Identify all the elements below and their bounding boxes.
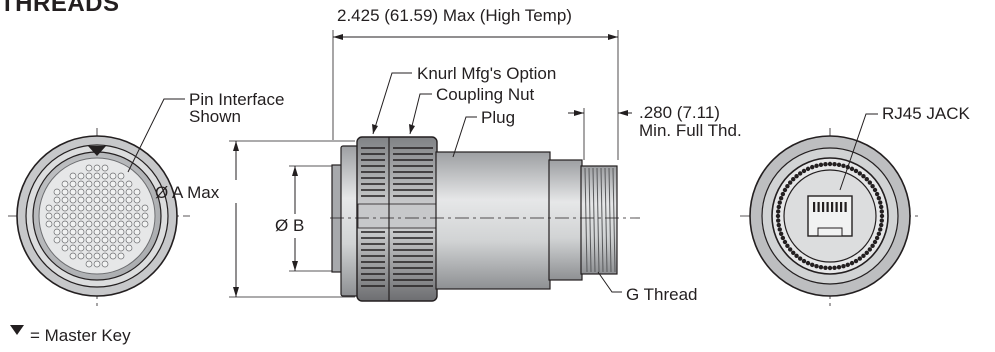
rj45-jack-view <box>740 113 918 306</box>
master-key-triangle-icon <box>10 325 24 335</box>
pin-interface-view <box>8 98 190 306</box>
coupling-nut-label: Coupling Nut <box>436 85 535 104</box>
rj45-label: RJ45 JACK <box>882 104 970 123</box>
page-title: THREADS <box>0 0 120 17</box>
thread-length-label: .280 (7.11) <box>639 103 720 122</box>
bead-ring <box>775 161 885 271</box>
g-thread-label: G Thread <box>626 285 698 304</box>
knurl-label: Knurl Mfg's Option <box>417 64 557 83</box>
pin-interface-label: Pin Interface <box>189 90 285 109</box>
knurl-pattern <box>361 147 433 287</box>
pin-contacts <box>45 164 149 268</box>
rj45-contacts <box>813 202 847 212</box>
overall-length-label: 2.425 (61.59) Max (High Temp) <box>337 6 572 25</box>
diameter-dimensions <box>229 140 355 298</box>
master-key-triangle-icon <box>88 146 106 156</box>
pin-interface-label-line2: Shown <box>189 107 241 126</box>
overall-length-dimension <box>332 30 619 160</box>
diameter-b-label: Ø B <box>275 216 305 235</box>
connector-side-view <box>330 136 640 302</box>
thread-pattern <box>584 167 616 273</box>
diameter-a-label: Ø A Max <box>155 183 220 202</box>
callout-leaders <box>372 72 632 293</box>
thread-length-label-line2: Min. Full Thd. <box>639 121 742 140</box>
plug-label: Plug <box>481 108 516 127</box>
master-key-legend: = Master Key <box>30 326 131 345</box>
